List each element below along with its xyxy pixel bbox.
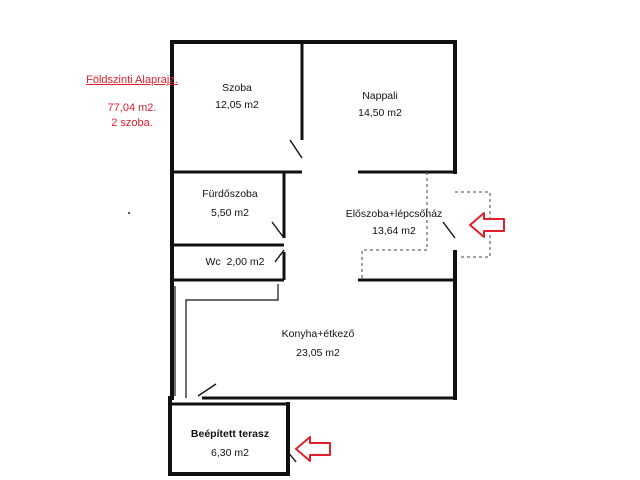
room-area: 23,05 m2: [296, 347, 340, 359]
entrance-arrows: [295, 212, 505, 462]
plan-title: Földszinti Alaprajz.: [86, 74, 178, 86]
room-konyha: Konyha+étkező 23,05 m2: [258, 326, 378, 362]
door-swings: [197, 139, 456, 463]
room-name: Fürdőszoba: [202, 188, 258, 200]
room-name: Beépített terasz: [190, 428, 270, 440]
room-terasz: Beépített terasz 6,30 m2: [180, 426, 280, 462]
room-wc: Wc 2,00 m2: [190, 254, 280, 271]
room-furdoszoba: Fürdőszoba 5,50 m2: [180, 186, 280, 222]
room-eloszoba: Előszoba+lépcsőház 13,64 m2: [324, 206, 464, 240]
room-name: Wc: [205, 256, 221, 268]
room-nappali: Nappali 14,50 m2: [330, 88, 430, 122]
room-name: Szoba: [222, 82, 252, 94]
terrace-entrance-arrow-icon: [295, 436, 331, 462]
interior-walls: [170, 42, 455, 406]
room-area: 5,50 m2: [211, 207, 249, 219]
room-name: Nappali: [362, 90, 398, 102]
total-area: 77,04 m2.: [107, 102, 157, 114]
room-count: 2 szoba.: [111, 117, 153, 129]
room-area: 14,50 m2: [358, 107, 402, 119]
room-area: 13,64 m2: [372, 225, 416, 237]
room-area: 12,05 m2: [215, 99, 259, 111]
room-name: Előszoba+lépcsőház: [345, 208, 443, 220]
entrance-arrow-icon: [469, 212, 505, 238]
room-name: Konyha+étkező: [281, 328, 355, 340]
thin-walls: [174, 284, 279, 398]
room-szoba: Szoba 12,05 m2: [187, 80, 287, 114]
speck: [128, 212, 130, 214]
room-area: 6,30 m2: [211, 447, 249, 459]
outer-walls: [168, 40, 457, 476]
room-area: 2,00 m2: [226, 256, 265, 268]
